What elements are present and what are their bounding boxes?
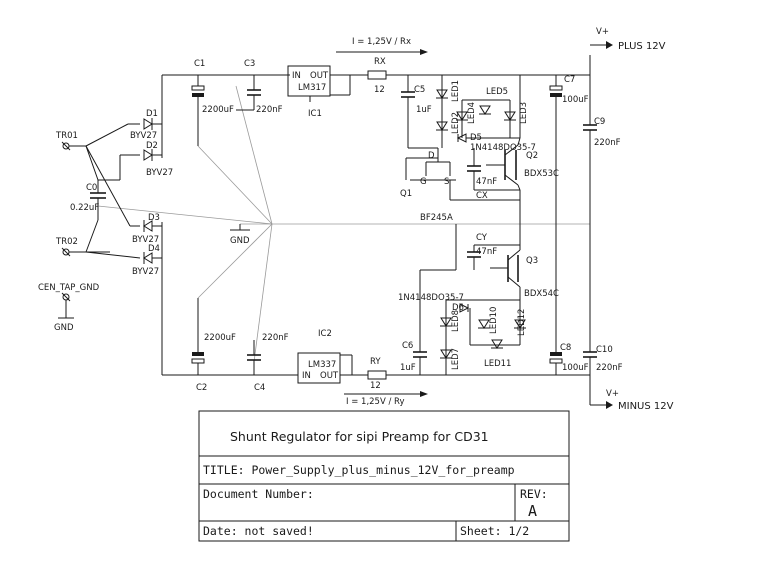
label-d6-part: 1N4148DO35-7 [398, 293, 464, 303]
label-rx: RX [374, 57, 386, 67]
label-q1-d: D [428, 151, 435, 161]
label-byv3: BYV27 [132, 235, 159, 245]
label-c7-val: 100uF [562, 95, 589, 105]
label-q2-part: BDX53C [524, 169, 559, 179]
label-ic1-part: LM317 [298, 83, 326, 93]
document-number: Document Number: [203, 487, 314, 501]
label-c0-val: 0.22uF [70, 203, 99, 213]
label-ic1-in: IN [292, 71, 301, 81]
ground-symbol [230, 224, 250, 231]
label-cx-val: 47nF [476, 177, 497, 187]
label-led10: LED10 [489, 307, 499, 334]
label-c6: C6 [402, 341, 413, 351]
label-i-bot: I = 1,25V / Ry [346, 397, 405, 407]
label-gnd-left: GND [54, 323, 74, 333]
label-tr01: TR01 [55, 131, 78, 141]
label-q1-s: S [444, 177, 449, 187]
label-c3: C3 [244, 59, 255, 69]
label-led11: LED11 [484, 359, 511, 369]
title-heading: Shunt Regulator for sipi Preamp for CD31 [230, 429, 489, 444]
label-led2: LED2 [451, 112, 461, 134]
label-ry: RY [370, 357, 381, 367]
label-d6: D6 [452, 303, 464, 313]
label-led8: LED8 [451, 310, 461, 332]
label-minus-12v: MINUS 12V [618, 401, 674, 412]
label-ic2-out: OUT [320, 371, 339, 381]
label-c1-val: 2200uF [202, 105, 234, 115]
label-cx: CX [476, 191, 488, 201]
label-c9: C9 [594, 117, 605, 127]
label-plus-12v: PLUS 12V [618, 41, 666, 52]
label-ic2: IC2 [318, 329, 332, 339]
label-vplus-top: V+ [596, 27, 609, 37]
bottom-rail [162, 224, 613, 409]
label-c5-val: 1uF [416, 105, 432, 115]
label-c3-val: 220nF [256, 105, 283, 115]
label-c4: C4 [254, 383, 265, 393]
label-vplus-bottom: V+ [606, 389, 619, 399]
label-i-top: I = 1,25V / Rx [352, 37, 411, 47]
label-d4: D4 [148, 244, 160, 254]
top-rail [162, 41, 613, 224]
label-c2-val: 2200uF [204, 333, 236, 343]
label-led7: LED7 [451, 348, 461, 370]
label-led1: LED1 [451, 80, 461, 102]
label-c10-val: 220nF [596, 363, 623, 373]
rev-value: A [528, 502, 537, 520]
label-d2: D2 [146, 141, 158, 151]
label-c1: C1 [194, 59, 205, 69]
label-byv1: BYV27 [130, 131, 157, 141]
label-c0: C0 [86, 183, 97, 193]
label-ic2-part: LM337 [308, 360, 336, 370]
label-d1: D1 [146, 109, 158, 119]
label-rx-val: 12 [374, 85, 385, 95]
label-led4: LED4 [467, 102, 477, 124]
label-d3: D3 [148, 213, 160, 223]
label-ic1: IC1 [308, 109, 322, 119]
label-c7: C7 [564, 75, 575, 85]
label-c5: C5 [414, 85, 425, 95]
label-led12: LED12 [517, 309, 527, 336]
label-q1-part: BF245A [420, 213, 453, 223]
label-ic2-in: IN [302, 371, 311, 381]
title-text: TITLE: Power_Supply_plus_minus_12V_for_p… [203, 463, 515, 477]
label-q3: Q3 [526, 256, 538, 266]
label-c4-val: 220nF [262, 333, 289, 343]
label-q2: Q2 [526, 151, 538, 161]
label-led5: LED5 [486, 87, 508, 97]
label-c6-val: 1uF [400, 363, 416, 373]
label-c8-val: 100uF [562, 363, 589, 373]
label-c9-val: 220nF [594, 138, 621, 148]
label-byv4: BYV27 [132, 267, 159, 277]
label-d5: D5 [470, 133, 482, 143]
label-cy-val: 47nF [476, 247, 497, 257]
label-c8: C8 [560, 343, 571, 353]
label-byv2: BYV27 [146, 168, 173, 178]
label-d5-part: 1N4148DO35-7 [470, 143, 536, 153]
label-c10: C10 [596, 345, 613, 355]
label-c2: C2 [196, 383, 207, 393]
date-text: Date: not saved! [203, 524, 314, 538]
label-ic1-out: OUT [310, 71, 329, 81]
label-gnd-center: GND [230, 236, 250, 246]
ground-star-lines [97, 85, 590, 363]
label-q3-part: BDX54C [524, 289, 559, 299]
label-q1-g: G [420, 177, 427, 187]
sheet-text: Sheet: 1/2 [460, 524, 529, 538]
label-led3: LED3 [519, 102, 529, 124]
label-tr02: TR02 [55, 237, 78, 247]
label-q1: Q1 [400, 189, 412, 199]
label-cen-tap: CEN_TAP_GND [38, 283, 100, 293]
label-cy: CY [476, 233, 488, 243]
title-block: Shunt Regulator for sipi Preamp for CD31… [198, 410, 570, 542]
label-ry-val: 12 [370, 381, 381, 391]
input-section [58, 75, 163, 375]
rev-label: REV: [520, 487, 548, 501]
